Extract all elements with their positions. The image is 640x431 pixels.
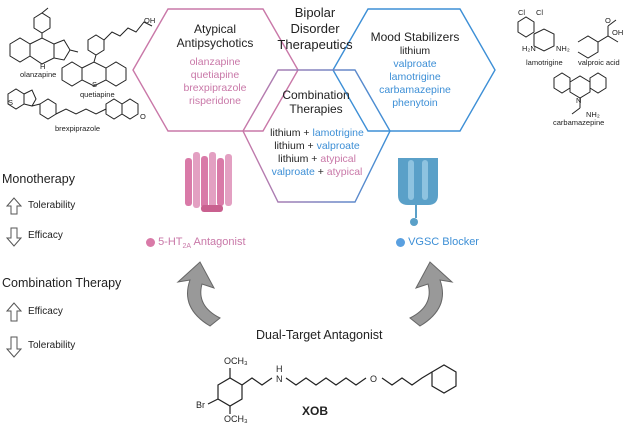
mono-tolerability-up-arrow	[5, 197, 23, 215]
title-line-3: Therapeutics	[277, 37, 353, 52]
title-line-2: Disorder	[290, 21, 340, 36]
drug-phenytoin: phenytoin	[392, 97, 438, 109]
xob-h: H	[276, 364, 283, 374]
atom-s-quet: S	[92, 80, 98, 89]
vgsc-label: VGSC Blocker	[408, 236, 479, 248]
drug-brexpiprazole: brexpiprazole	[183, 82, 247, 94]
quetiapine-label: quetiapine	[80, 90, 115, 99]
atom-nh2-carb: NH₂	[586, 110, 600, 119]
vgsc-tag: VGSC Blocker	[396, 236, 479, 248]
combination-row: valproate + atypical	[271, 166, 363, 178]
brexpiprazole-structure	[7, 88, 139, 120]
combo-efficacy-up-arrow	[5, 302, 23, 322]
drug-carbamazepine: carbamazepine	[379, 84, 451, 96]
xob-och3-top: OCH₃	[224, 356, 248, 366]
ht2a-tag: 5-HT2A Antagonist	[146, 236, 246, 250]
mood-hexagon	[332, 8, 496, 132]
combo-efficacy-label: Efficacy	[28, 306, 63, 317]
mono-efficacy-down-arrow	[5, 227, 23, 247]
atom-nh2: NH₂	[556, 44, 570, 53]
atypical-heading-line-2: Antipsychotics	[176, 36, 254, 50]
atom-oh-quet: OH	[144, 16, 156, 25]
drug-quetiapine: quetiapine	[190, 69, 240, 81]
ht2a-sub: 2A	[182, 243, 192, 251]
drug-lamotrigine: lamotrigine	[389, 71, 441, 83]
xob-name: XOB	[302, 404, 329, 418]
combination-row: lithium + valproate	[274, 140, 360, 152]
atom-n-carb: N	[576, 96, 582, 105]
atom-o: O	[605, 16, 611, 25]
valproic-acid-structure	[577, 19, 619, 59]
page-title: Bipolar Disorder Therapeutics	[255, 5, 375, 53]
mono-tolerability-label: Tolerability	[28, 200, 76, 211]
vgsc-dot	[396, 237, 405, 247]
xob-och3-bottom: OCH₃	[224, 414, 248, 424]
dual-target-label: Dual-Target Antagonist	[256, 328, 383, 342]
olanzapine-structure	[9, 7, 79, 65]
ht2a-dot	[146, 237, 155, 247]
combination-list: lithium + lamotrigine lithium + valproat…	[256, 127, 378, 179]
atom-cl-2: Cl	[536, 8, 544, 17]
drug-lithium: lithium	[399, 45, 431, 57]
carbamazepine-structure	[553, 72, 607, 115]
atom-o-brex: O	[140, 112, 146, 121]
combination-heading-line-1: Combination	[282, 88, 350, 102]
mono-efficacy-label: Efficacy	[28, 230, 63, 241]
combination-therapy-heading: Combination Therapy	[2, 276, 122, 290]
atom-cl-1: Cl	[518, 8, 526, 17]
xob-n: N	[276, 374, 283, 384]
drug-valproate: valproate	[393, 58, 437, 70]
quetiapine-structure	[61, 21, 153, 87]
combination-row: lithium + lamotrigine	[270, 127, 364, 139]
atypical-drug-list: olanzapine quetiapine brexpiprazole risp…	[165, 56, 265, 108]
ht2a-suffix: Antagonist	[191, 236, 246, 248]
combination-heading-line-2: Therapies	[289, 102, 343, 116]
combo-tolerability-label: Tolerability	[28, 340, 76, 351]
atypical-heading: Atypical Antipsychotics	[165, 22, 265, 50]
vgsc-channel-icon	[398, 158, 438, 226]
ht2a-prefix: 5-HT	[158, 236, 183, 248]
xob-structure	[207, 364, 457, 414]
combo-tolerability-down-arrow	[5, 336, 23, 358]
combination-heading: Combination Therapies	[266, 88, 366, 116]
atom-s-brex: S	[8, 98, 14, 107]
carbamazepine-label: carbamazepine	[553, 118, 605, 127]
drug-olanzapine: olanzapine	[189, 56, 241, 68]
atom-oh: OH	[612, 28, 624, 37]
combination-hexagon	[242, 69, 391, 203]
combination-row: lithium + atypical	[278, 153, 356, 165]
monotherapy-heading: Monotherapy	[2, 172, 75, 186]
drug-risperidone: risperidone	[189, 95, 241, 107]
lamotrigine-label: lamotrigine	[526, 58, 563, 67]
right-curved-arrow	[409, 261, 454, 327]
xob-o: O	[370, 374, 378, 384]
brexpiprazole-label: brexpiprazole	[55, 124, 101, 133]
ht2a-receptor-icon	[185, 152, 232, 212]
olanzapine-label: olanzapine	[20, 70, 57, 79]
left-curved-arrow	[176, 261, 221, 327]
lamotrigine-structure	[517, 16, 555, 52]
valproic-acid-label: valproic acid	[578, 58, 620, 67]
xob-br: Br	[196, 400, 205, 410]
atom-h-olan: H	[40, 62, 46, 71]
mood-heading: Mood Stabilizers	[370, 30, 460, 44]
atom-h2n: H₂N	[522, 44, 536, 53]
mood-drug-list: lithium valproate lamotrigine carbamazep…	[360, 45, 470, 110]
title-line-1: Bipolar	[294, 5, 336, 20]
atypical-heading-line-1: Atypical	[193, 22, 237, 36]
